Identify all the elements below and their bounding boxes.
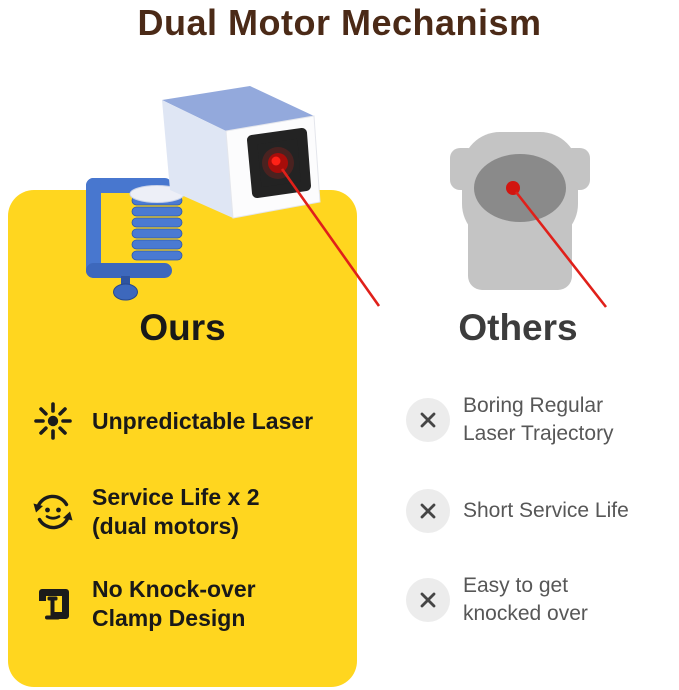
page-title: Dual Motor Mechanism xyxy=(137,2,542,43)
feature-label: Easy to get knocked over xyxy=(463,574,588,625)
laser-glow xyxy=(262,147,294,179)
cross-icon xyxy=(406,578,450,622)
laser-burst-icon xyxy=(30,398,76,444)
feature-label: Unpredictable Laser xyxy=(92,407,314,434)
cross-icon xyxy=(406,489,450,533)
clamp-icon xyxy=(30,581,76,627)
ours-feature-unpredictable-laser: Unpredictable Laser xyxy=(30,395,313,447)
laser-aperture xyxy=(247,128,311,198)
feature-label: Service Life x 2 (dual motors) xyxy=(92,484,260,539)
feature-label: Boring Regular Laser Trajectory xyxy=(463,394,614,445)
dual-motor-icon xyxy=(30,489,76,535)
others-feature-knocked-over: Easy to get knocked over xyxy=(406,573,588,627)
cross-icon xyxy=(406,398,450,442)
feature-label: Short Service Life xyxy=(463,499,629,522)
others-feature-boring-trajectory: Boring Regular Laser Trajectory xyxy=(406,393,614,447)
device-top-face xyxy=(162,86,314,131)
laser-lens xyxy=(268,153,288,173)
others-laser-dot xyxy=(506,181,520,195)
ours-feature-clamp-design: No Knock-over Clamp Design xyxy=(30,572,256,636)
ours-feature-service-life: Service Life x 2 (dual motors) xyxy=(30,480,260,544)
product-others-illustration xyxy=(450,132,608,308)
others-heading: Others xyxy=(458,307,578,348)
others-feature-short-service-life: Short Service Life xyxy=(406,484,629,538)
laser-beam-others xyxy=(514,191,608,308)
feature-label: No Knock-over Clamp Design xyxy=(92,576,256,631)
ours-heading: Ours xyxy=(139,307,226,348)
others-aperture xyxy=(474,154,566,222)
